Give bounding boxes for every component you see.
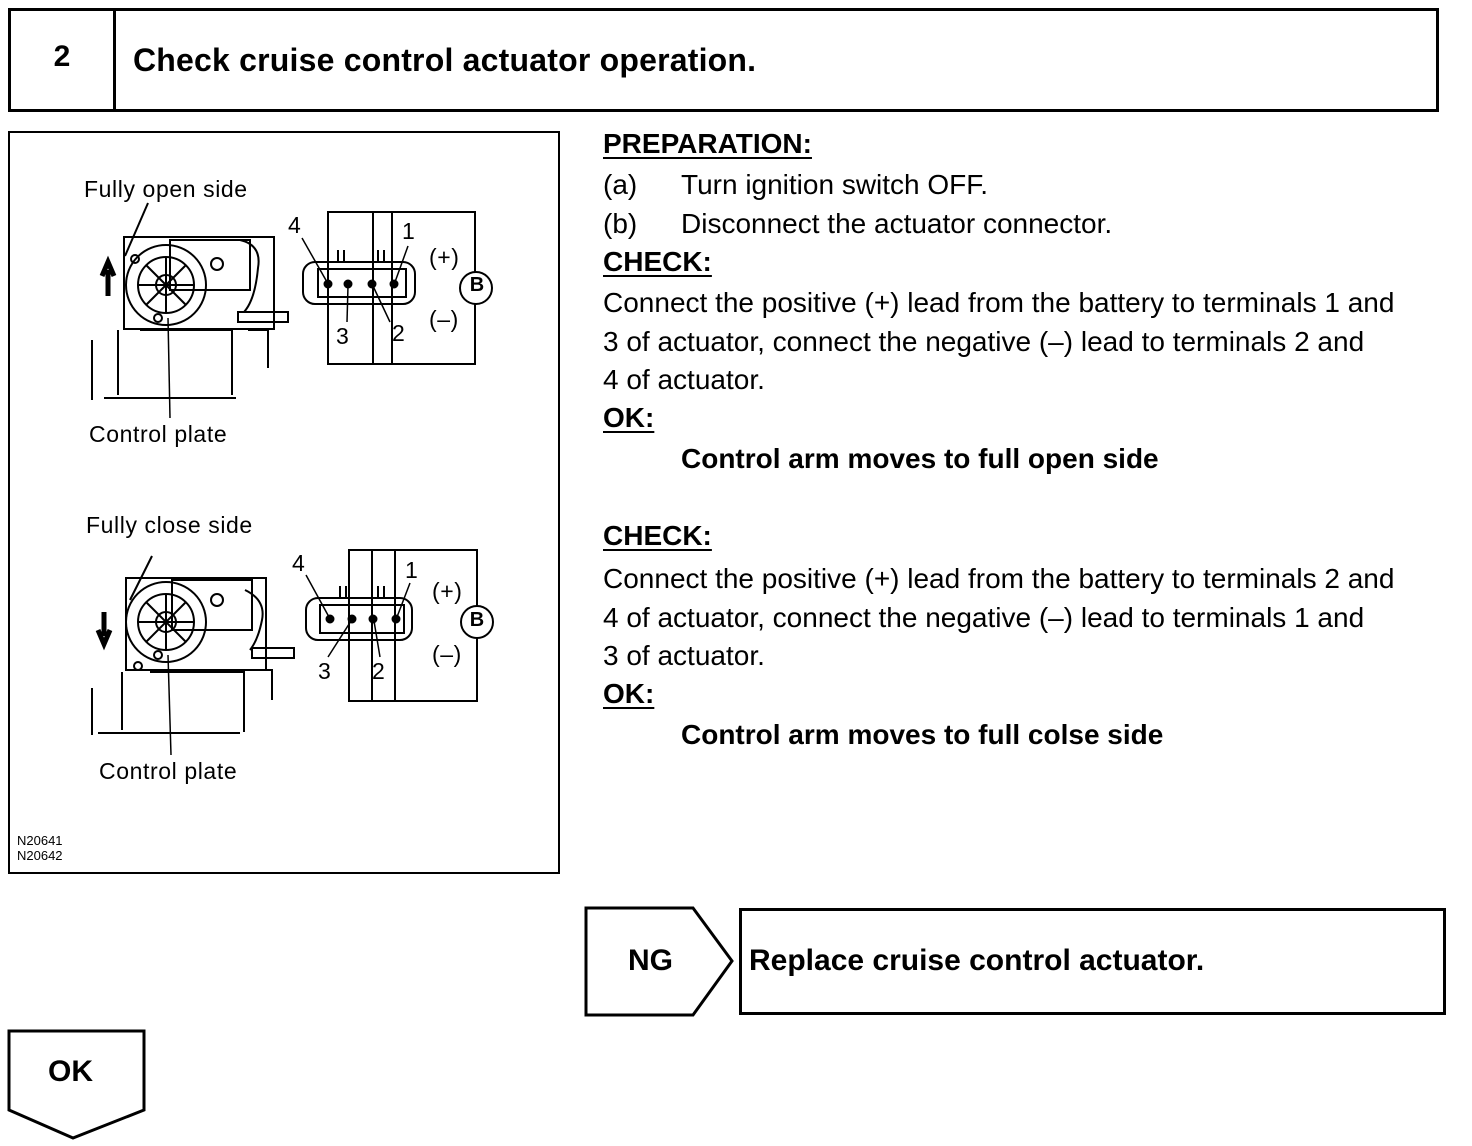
prep-step-b: Disconnect the actuator connector. (681, 208, 1113, 239)
ng-result-text: Replace cruise control actuator. (749, 944, 1205, 977)
ok-heading-1: OK: (603, 402, 655, 433)
minus-label-top: (–) (429, 306, 459, 332)
terminal-2-label-bottom: 2 (372, 658, 386, 684)
check-2-line-1: Connect the positive (+) lead from the b… (603, 563, 1395, 594)
plus-label-top: (+) (429, 244, 460, 270)
step-title: Check cruise control actuator operation. (133, 42, 757, 78)
battery-label-bottom: B (469, 609, 485, 631)
actuator-drawing-bottom (91, 555, 295, 756)
ng-label: NG (628, 944, 673, 977)
ok-result-1: Control arm moves to full open side (681, 443, 1159, 474)
connector-drawing-bottom (305, 549, 494, 702)
check-1-line-2: 3 of actuator, connect the negative (–) … (603, 326, 1365, 357)
step-header (8, 8, 1439, 112)
fully-close-side-label: Fully close side (86, 512, 253, 538)
preparation-heading: PREPARATION: (603, 128, 812, 159)
control-plate-label-top: Control plate (89, 421, 228, 447)
step-number: 2 (53, 40, 71, 73)
terminal-4-label-bottom: 4 (292, 550, 306, 576)
check-1-line-3: 4 of actuator. (603, 364, 765, 395)
minus-label-bottom: (–) (432, 641, 462, 667)
ok-heading-2: OK: (603, 678, 655, 709)
check-heading-1: CHECK: (603, 246, 712, 277)
terminal-3-label-top: 3 (336, 323, 350, 349)
ng-arrow-shape (584, 906, 734, 1017)
actuator-illustration (91, 202, 494, 756)
terminal-1-label-top: 1 (402, 218, 416, 244)
fully-open-side-label: Fully open side (84, 176, 248, 202)
check-2-line-2: 4 of actuator, connect the negative (–) … (603, 602, 1365, 633)
ok-result-2: Control arm moves to full colse side (681, 719, 1164, 750)
battery-label-top: B (469, 274, 485, 296)
actuator-drawing-top (91, 202, 289, 419)
check-heading-2: CHECK: (603, 520, 712, 551)
step-number-cell (8, 8, 116, 112)
terminal-3-label-bottom: 3 (318, 658, 332, 684)
ok-arrow-shape (7, 1029, 146, 1140)
ok-label: OK (48, 1055, 93, 1088)
terminal-1-label-bottom: 1 (405, 557, 419, 583)
ng-result-box (739, 908, 1446, 1015)
check-2-line-3: 3 of actuator. (603, 640, 765, 671)
control-plate-label-bottom: Control plate (99, 758, 238, 784)
prep-marker-b: (b) (603, 208, 638, 239)
prep-marker-a: (a) (603, 169, 638, 200)
figure-code-2: N20642 (17, 848, 63, 863)
figure-panel (8, 131, 560, 874)
plus-label-bottom: (+) (432, 578, 463, 604)
terminal-2-label-top: 2 (392, 320, 406, 346)
prep-step-a: Turn ignition switch OFF. (681, 169, 989, 200)
figure-code-1: N20641 (17, 833, 63, 848)
terminal-4-label-top: 4 (288, 212, 302, 238)
connector-drawing-top (301, 211, 493, 365)
check-1-line-1: Connect the positive (+) lead from the b… (603, 287, 1395, 318)
